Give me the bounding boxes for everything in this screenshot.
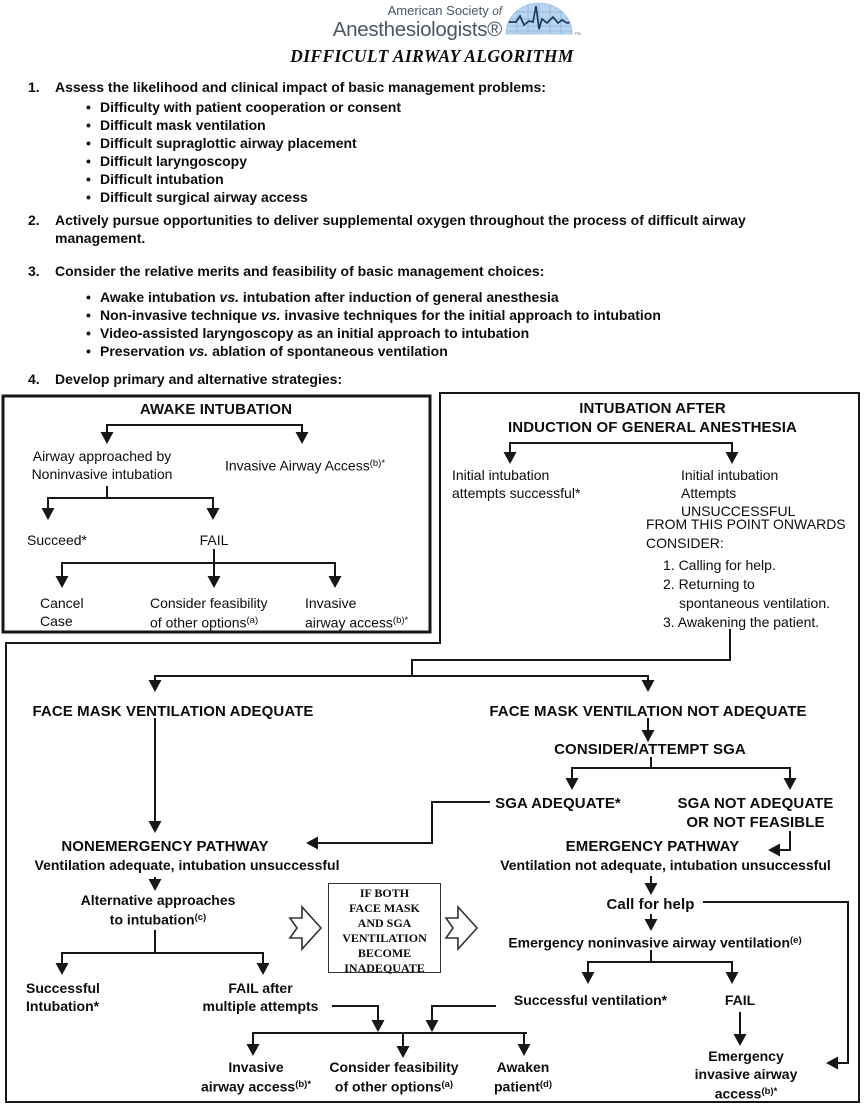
node-call-for-help: Call for help [606,896,695,913]
induction-box-title: INTUBATION AFTER INDUCTION OF GENERAL AN… [508,400,797,436]
onwards-item-2-cont: spontaneous ventilation. [679,595,830,611]
page-title: DIFFICULT AIRWAY ALGORITHM [290,46,574,66]
item2-number: 2. [28,212,40,228]
item1-bullet-1: •Difficulty with patient cooperation or … [86,99,402,115]
bullet-icon: • [86,343,91,359]
item3-bullet-1: •Awake intubation vs. intubation after i… [86,289,559,305]
node-initial-attempts-unsuccessful: Initial intubation Attempts UNSUCCESSFUL [681,467,796,519]
node-face-mask-ventilation-adequate: FACE MASK VENTILATION ADEQUATE [32,703,314,720]
item1-bullet-5: •Difficult intubation [86,171,224,187]
node-invasive-airway-access-top: Invasive Airway Access(b)* [224,457,386,474]
node-emergency-pathway-sub: Ventilation not adequate, intubation uns… [500,857,831,873]
item3-bullet-4: •Preservation vs. ablation of spontaneou… [86,343,448,359]
node-succeed: Succeed* [27,532,87,548]
item3-bullet-3: •Video-assisted laryngoscopy as an initi… [86,325,530,341]
asa-society-line: American Society of [387,3,502,18]
item2-text-line2: management. [55,230,146,246]
node-face-mask-ventilation-not-adequate: FACE MASK VENTILATION NOT ADEQUATE [489,703,807,720]
node-sga-adequate: SGA ADEQUATE* [495,795,621,812]
node-airway-noninvasive: Airway approached by Noninvasive intubat… [31,448,173,482]
node-initial-attempts-successful: Initial intubation attempts successful* [452,467,581,501]
awake-box-title: AWAKE INTUBATION [139,401,293,418]
node-consider-attempt-sga: CONSIDER/ATTEMPT SGA [554,741,746,758]
item1-bullet-6: •Difficult surgical airway access [86,189,308,205]
bullet-icon: • [86,99,91,115]
bullet-icon: • [86,153,91,169]
bullet-icon: • [86,325,91,341]
onwards-item-1: 1. Calling for help. [663,557,776,573]
item4-number: 4. [28,371,40,387]
node-emergency-invasive-airway-access: Emergency invasive airway access(b)* [694,1048,798,1102]
awake-intubation-box-outline [1,394,432,634]
node-invasive-airway-access-bottom: Invasive airway access(b)* [200,1059,312,1095]
asa-name-line: Anesthesiologists® [332,18,503,41]
node-fail-emergency: FAIL [724,992,756,1008]
item3-number: 3. [28,263,40,279]
asa-logo-text: American Society of Anesthesiologists® [240,3,503,41]
item1-bullet-3: •Difficult supraglottic airway placement [86,135,357,151]
node-invasive-airway-access-awake: Invasive airway access(b)* [305,595,409,631]
item1-text: Assess the likelihood and clinical impac… [55,79,546,95]
bullet-icon: • [86,189,91,205]
bullet-icon: • [86,307,91,323]
item1-bullet-2: •Difficult mask ventilation [86,117,266,133]
node-successful-ventilation: Successful ventilation* [513,992,668,1008]
node-from-this-point-onwards: FROM THIS POINT ONWARDS CONSIDER: [646,516,846,551]
onwards-item-2: 2. Returning to [663,576,755,592]
item2-text-line1: Actively pursue opportunities to deliver… [55,212,746,228]
item1-bullet-4: •Difficult laryngoscopy [86,153,248,169]
asa-dome-logo-icon: ™ [505,2,581,39]
onwards-item-3: 3. Awakening the patient. [663,614,820,630]
bullet-icon: • [86,135,91,151]
node-if-both-become-inadequate: IF BOTH FACE MASK AND SGA VENTILATION BE… [328,883,441,975]
node-consider-feasibility-bottom: Consider feasibility of other options(a) [329,1059,459,1095]
node-fail-after-multiple-attempts: FAIL after multiple attempts [202,980,319,1014]
node-successful-intubation: Successful Intubation* [26,980,100,1014]
node-fail-awake: FAIL [199,532,229,548]
bullet-icon: • [86,171,91,187]
item3-bullet-2: •Non-invasive technique vs. invasive tec… [86,307,661,323]
bullet-icon: • [86,289,91,305]
block-arrow-right-icon [444,904,479,952]
node-alternative-approaches: Alternative approaches to intubation(c) [80,892,236,928]
induction-and-main-box-outline [5,392,860,1103]
node-emergency-pathway-title: EMERGENCY PATHWAY [565,838,740,855]
item3-text: Consider the relative merits and feasibi… [55,263,545,279]
node-cancel-case: Cancel Case [40,595,84,629]
item1-number: 1. [28,79,40,95]
node-emergency-noninvasive-ventilation: Emergency noninvasive airway ventilation… [508,934,802,951]
node-awaken-patient: Awaken patient(d) [493,1059,553,1095]
tm-mark: ™ [574,32,581,39]
bullet-icon: • [86,117,91,133]
node-nonemergency-pathway-sub: Ventilation adequate, intubation unsucce… [34,857,340,873]
node-sga-not-adequate: SGA NOT ADEQUATE OR NOT FEASIBLE [677,795,834,831]
node-nonemergency-pathway-title: NONEMERGENCY PATHWAY [61,838,269,855]
item4-text: Develop primary and alternative strategi… [55,371,343,387]
block-arrow-left-icon [288,904,323,952]
node-consider-feasibility-awake: Consider feasibility of other options(a) [150,595,268,631]
